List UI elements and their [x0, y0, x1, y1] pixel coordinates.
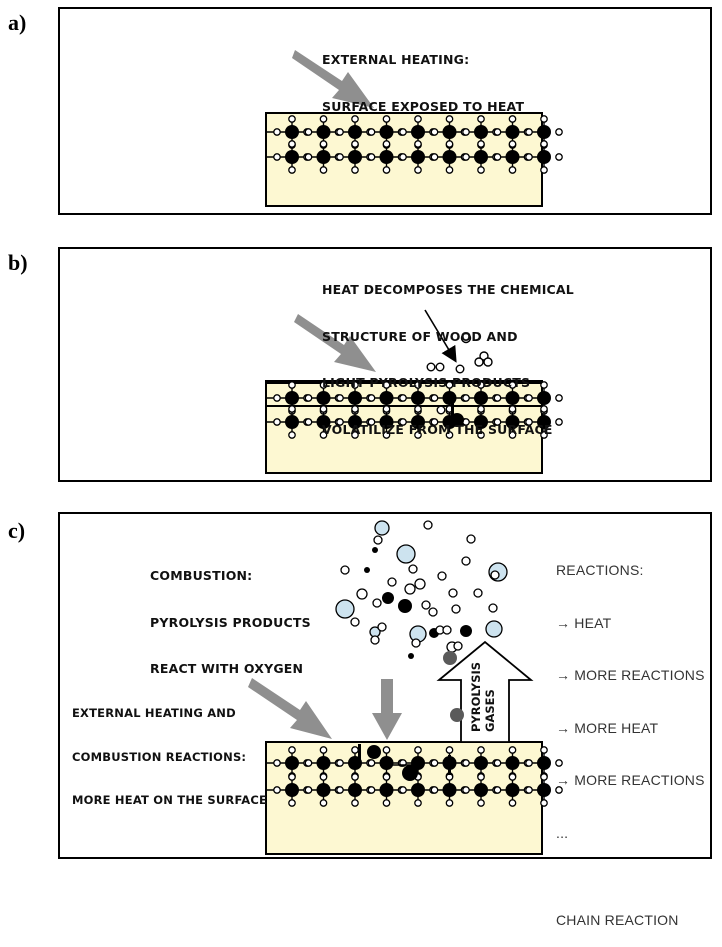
wood-block-a: [265, 112, 563, 207]
pyrolysis-gases-label: PYROLYSIS GASES: [469, 658, 497, 732]
panel-b-caption: HEAT DECOMPOSES THE CHEMICAL STRUCTURE O…: [322, 282, 574, 437]
volatile-particles-b: [426, 332, 493, 415]
reactions-list: REACTIONS: → HEAT → MORE REACTIONS → MOR…: [556, 562, 705, 928]
heating-caption: EXTERNAL HEATING AND COMBUSTION REACTION…: [72, 706, 268, 807]
combustion-caption: COMBUSTION: PYROLYSIS PRODUCTS REACT WIT…: [150, 568, 311, 676]
combustion-particles-c: [335, 520, 508, 722]
wood-block-c: [265, 741, 563, 855]
panel-label-b: b): [8, 250, 28, 275]
panel-a-caption: EXTERNAL HEATING: SURFACE EXPOSED TO HEA…: [322, 52, 525, 114]
heat-arrow-c-down: [372, 679, 402, 740]
pyrolysis-diagram: PYROLYSIS GASES: [248, 50, 563, 855]
panel-label-a: a): [8, 10, 27, 35]
panel-label-c: c): [8, 518, 26, 543]
heat-arrow-c-diagonal: [248, 678, 332, 739]
heat-arrow-a: [292, 50, 374, 108]
pointer-arrow-b: [424, 309, 457, 363]
wood-block-b: [265, 380, 563, 474]
heat-arrow-b: [294, 314, 376, 372]
